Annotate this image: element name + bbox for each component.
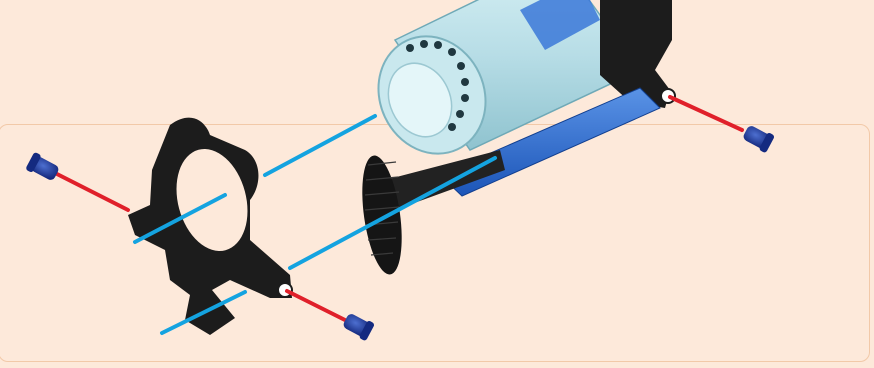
screw-axis-bottom <box>287 291 345 320</box>
guide-line-1 <box>265 116 375 175</box>
screw-axis-right <box>670 97 742 130</box>
screw-left <box>25 152 61 184</box>
syringe-barrel <box>360 0 640 171</box>
syringe-plunger <box>356 150 505 277</box>
screw-right <box>741 123 775 154</box>
screw-bottom <box>341 311 375 342</box>
screw-axis-left <box>55 173 128 210</box>
front-clamp-bracket <box>128 118 292 335</box>
